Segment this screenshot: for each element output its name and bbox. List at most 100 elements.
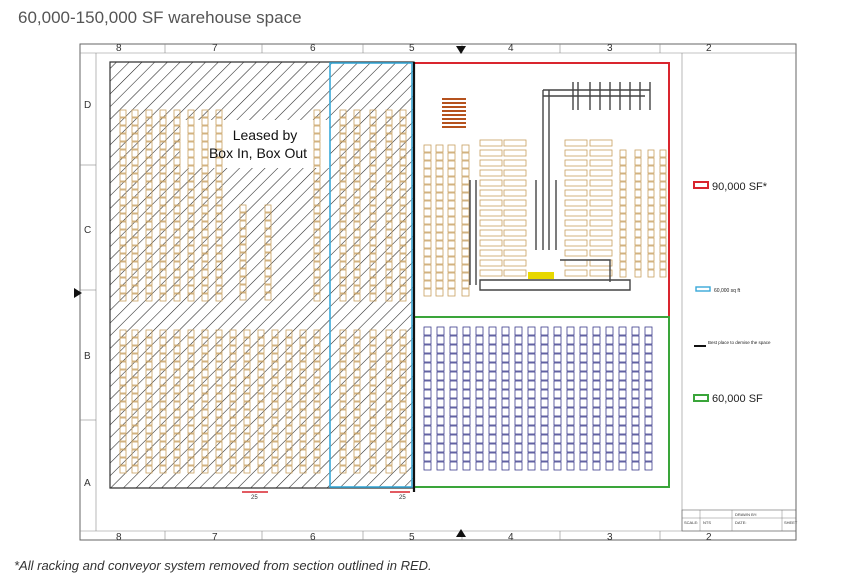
- rack-bay: [423, 192, 432, 201]
- rack-bay: [187, 269, 195, 278]
- rack-bay: [339, 337, 347, 346]
- rack-bay: [145, 433, 153, 442]
- boundary-outlines: [329, 62, 670, 492]
- rack-bay: [201, 229, 209, 238]
- rack-bay: [201, 213, 209, 222]
- rack-bay: [353, 165, 361, 174]
- rack-bay: [131, 189, 139, 198]
- rack-bay: [527, 425, 536, 435]
- rack-bay: [369, 277, 377, 286]
- rack-bay: [503, 209, 527, 217]
- rack-bay: [145, 141, 153, 150]
- rack-bay: [527, 380, 536, 390]
- rack-bay: [647, 189, 655, 198]
- rack-bay: [605, 371, 614, 381]
- rack-bay: [503, 179, 527, 187]
- rack-bay: [243, 377, 251, 386]
- rack-bay: [619, 181, 627, 190]
- rack-bay: [243, 345, 251, 354]
- rack-bay: [313, 237, 321, 246]
- rack-bay: [215, 369, 223, 378]
- column-label: 8: [116, 43, 122, 54]
- rack-bay: [243, 457, 251, 466]
- rack-bay: [243, 369, 251, 378]
- rack-bay: [264, 260, 272, 269]
- column-labels-top: 8 7 6 5 4 3 2: [116, 43, 712, 54]
- rack-bay: [187, 377, 195, 386]
- rack-bay: [339, 285, 347, 294]
- rack-bay: [501, 326, 510, 336]
- rack-bay: [119, 213, 127, 222]
- rack-bay: [399, 141, 407, 150]
- rack-bay: [313, 441, 321, 450]
- rack-bay: [501, 344, 510, 354]
- rack-bay: [436, 353, 445, 363]
- rack-bay: [540, 353, 549, 363]
- rack-bay: [659, 165, 667, 174]
- rack-bay: [239, 268, 247, 277]
- rack-bay: [399, 337, 407, 346]
- rack-bay: [479, 139, 503, 147]
- rack-bay: [159, 345, 167, 354]
- rack-bay: [579, 425, 588, 435]
- pallet-row: [442, 106, 466, 108]
- rack-bay: [488, 380, 497, 390]
- rack-bay: [385, 117, 393, 126]
- rack-bay: [488, 362, 497, 372]
- rack-bay: [257, 425, 265, 434]
- rack-bay: [579, 353, 588, 363]
- rack-bay: [239, 276, 247, 285]
- rack-bay: [423, 326, 432, 336]
- rack-bay: [215, 269, 223, 278]
- rack-bay: [647, 165, 655, 174]
- rack-bay: [449, 452, 458, 462]
- rack-bay: [285, 449, 293, 458]
- rack-bay: [243, 449, 251, 458]
- rack-bay: [173, 149, 181, 158]
- rack-bay: [447, 192, 456, 201]
- rack-bay: [479, 169, 503, 177]
- rack-bay: [605, 461, 614, 471]
- rack-bay: [385, 285, 393, 294]
- rack-bay: [631, 353, 640, 363]
- legend-label-red: 90,000 SF*: [712, 181, 768, 193]
- rack-bay: [385, 109, 393, 118]
- rack-bay: [173, 213, 181, 222]
- rack-bay: [399, 449, 407, 458]
- rack-bay: [435, 272, 444, 281]
- rack-bay: [145, 353, 153, 362]
- rack-bay: [503, 199, 527, 207]
- rack-bay: [461, 248, 470, 257]
- rack-bay: [369, 441, 377, 450]
- rack-bay: [592, 434, 601, 444]
- rack-bay: [605, 407, 614, 417]
- rack-bay: [299, 449, 307, 458]
- rack-bay: [423, 248, 432, 257]
- rack-bay: [201, 293, 209, 302]
- rack-bay: [385, 149, 393, 158]
- rack-bay: [353, 433, 361, 442]
- rack-bay: [159, 457, 167, 466]
- rack-bay: [173, 221, 181, 230]
- rack-bay: [566, 326, 575, 336]
- rack-bay: [501, 380, 510, 390]
- rack-bay: [201, 141, 209, 150]
- rack-bay: [475, 353, 484, 363]
- rack-bay: [187, 425, 195, 434]
- rack-bay: [644, 353, 653, 363]
- rack-bay: [173, 125, 181, 134]
- rack-bay: [229, 457, 237, 466]
- rack-bay: [159, 165, 167, 174]
- rack-bay: [436, 452, 445, 462]
- rack-bay: [618, 434, 627, 444]
- rack-bay: [447, 144, 456, 153]
- rack-bay: [514, 335, 523, 345]
- rack-bay: [145, 261, 153, 270]
- rack-bay: [399, 345, 407, 354]
- rack-bay: [553, 407, 562, 417]
- rack-bay: [173, 205, 181, 214]
- rack-bay: [159, 409, 167, 418]
- rack-bay: [353, 285, 361, 294]
- rack-bay: [385, 181, 393, 190]
- rack-bay: [462, 362, 471, 372]
